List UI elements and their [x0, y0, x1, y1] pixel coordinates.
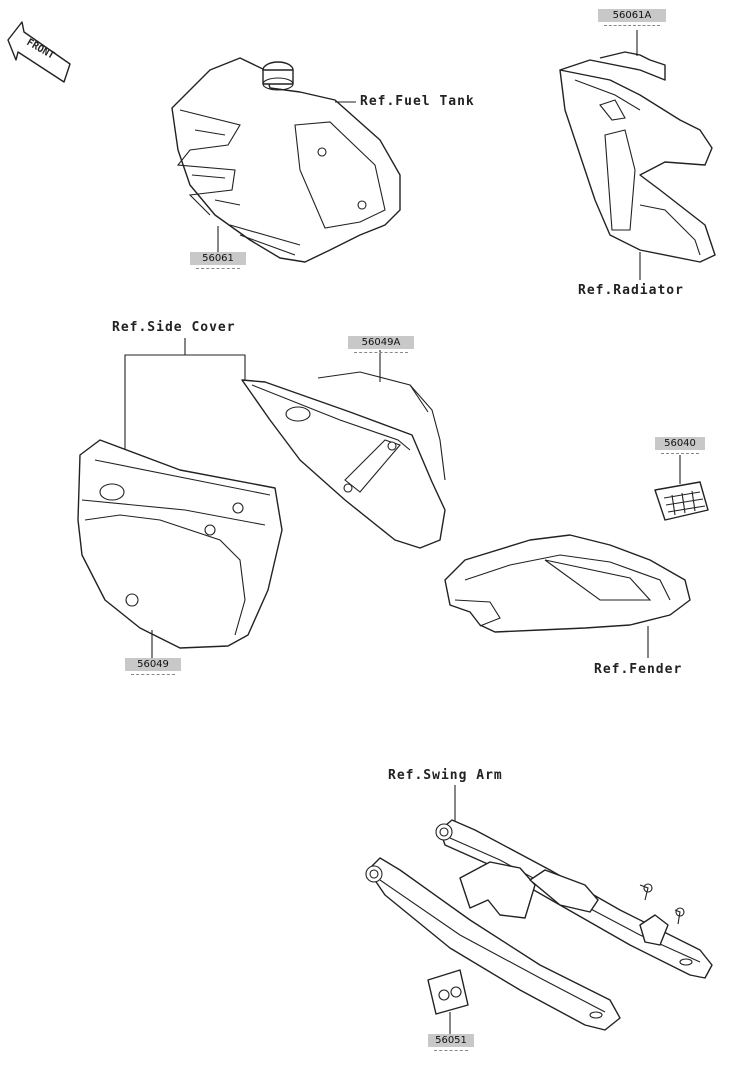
ref-side-cover-label: Ref.Side Cover	[112, 320, 236, 335]
label-56051-drawing	[427, 969, 469, 1034]
part-56061A-label[interactable]: 56061A	[598, 9, 666, 26]
right-side-cover-drawing	[241, 350, 446, 549]
radiator-shroud-drawing	[559, 30, 716, 280]
ref-radiator-label: Ref.Radiator	[578, 283, 684, 298]
ref-swing-arm-label: Ref.Swing Arm	[388, 768, 503, 783]
front-arrow-icon: FRONT	[7, 21, 71, 83]
part-56051-label[interactable]: 56051	[428, 1034, 474, 1051]
part-56049A-label[interactable]: 56049A	[348, 336, 414, 353]
fuel-tank-drawing	[171, 57, 401, 263]
label-56040-drawing	[654, 455, 709, 521]
ref-fuel-tank-label: Ref.Fuel Tank	[360, 94, 475, 109]
rear-fender-drawing	[444, 534, 691, 658]
ref-fender-label: Ref.Fender	[594, 662, 683, 677]
part-56040-label[interactable]: 56040	[655, 437, 705, 454]
part-56049-label[interactable]: 56049	[125, 658, 181, 675]
swing-arm-drawing	[365, 785, 713, 1031]
part-56061-label[interactable]: 56061	[190, 252, 246, 269]
left-side-cover-drawing	[77, 439, 283, 658]
